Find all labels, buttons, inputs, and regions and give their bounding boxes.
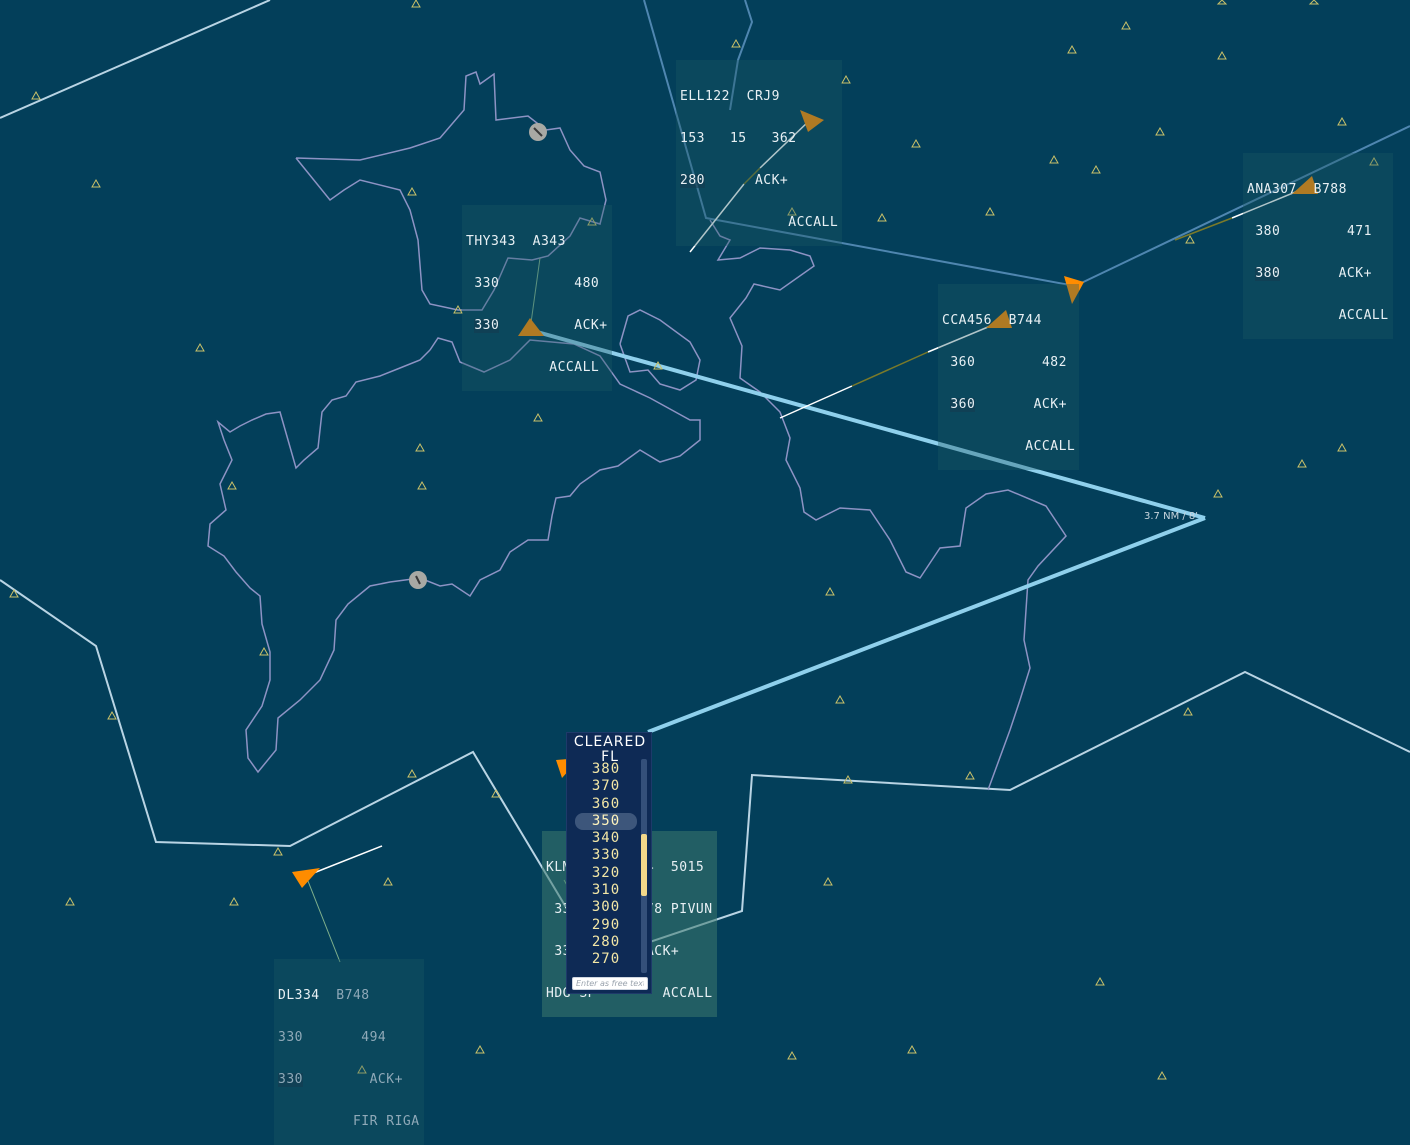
altitude: 330	[278, 1030, 303, 1045]
flight-level-option[interactable]: 270	[591, 951, 621, 968]
cleared-level[interactable]: 360	[950, 397, 976, 412]
ground-speed: 494	[361, 1030, 387, 1045]
status: ACK+	[574, 318, 608, 333]
callsign: DL334	[278, 988, 320, 1003]
callsign: THY343	[466, 234, 516, 249]
aircraft-type: A343	[532, 234, 566, 249]
flight-level-option[interactable]: 360	[591, 795, 621, 812]
datablock-cca456[interactable]: CCA456 B744 360 482 360 ACK+ ACCALL	[938, 284, 1080, 470]
flight-level-option[interactable]: 310	[591, 882, 621, 899]
mode: ACCALL	[1025, 439, 1076, 454]
aircraft-type: CRJ9	[746, 89, 780, 104]
aircraft-type: B744	[1008, 313, 1042, 328]
aircraft-type: B788	[1313, 182, 1347, 197]
aircraft-symbol-dl334	[292, 868, 320, 888]
flight-level-option[interactable]: 380	[591, 761, 621, 777]
flight-level-option[interactable]: 290	[591, 916, 621, 933]
datablock-ell122[interactable]: ELL122 CRJ9 153 15 362 280 ACK+ ACCALL	[676, 60, 843, 246]
scrollbar-thumb[interactable]	[641, 834, 647, 896]
flight-level-option[interactable]: 320	[591, 864, 621, 881]
ground-speed: 362	[771, 131, 797, 146]
flight-level-option[interactable]: 370	[591, 778, 621, 795]
cleared-level[interactable]: 330	[278, 1072, 303, 1087]
altitude: 360	[950, 355, 976, 370]
aircraft-symbol-unknown	[1064, 276, 1084, 304]
free-text-input[interactable]	[572, 977, 648, 990]
fir-boundary	[643, 0, 1410, 288]
flight-level-scrollbar[interactable]	[641, 759, 647, 973]
mode: ACCALL	[549, 360, 600, 375]
mode: ACCALL	[788, 215, 839, 230]
flight-level-option[interactable]: 330	[591, 847, 621, 864]
waypoints	[9, 0, 1379, 1080]
cleared-fl-title: CLEARED FL	[573, 734, 647, 765]
restricted-markers	[409, 123, 547, 589]
aircraft-symbol-ana307	[1292, 176, 1318, 194]
aircraft-type: B748	[336, 988, 370, 1003]
flight-level-option[interactable]: 280	[591, 933, 621, 950]
ground-speed: 471	[1346, 224, 1372, 239]
datablock-thy343[interactable]: THY343 A343 330 480 330 ACK+ ACCALL	[462, 205, 612, 391]
flight-level-option[interactable]: 350	[575, 812, 637, 831]
aircraft-symbol-thy343	[518, 318, 544, 336]
heading[interactable]: HDG	[546, 986, 571, 1001]
cleared-level[interactable]: 280	[680, 173, 705, 188]
aircraft-symbols[interactable]	[292, 110, 1318, 888]
status: ACK+	[645, 944, 680, 959]
route-lines	[529, 328, 1206, 734]
datablock-ana307[interactable]: ANA307 B788 380 471 380 ACK+ ACCALL	[1243, 153, 1393, 339]
history-trails	[743, 167, 1233, 387]
flight-level-option[interactable]: 340	[591, 830, 621, 847]
cleared-level[interactable]: 380	[1255, 266, 1281, 281]
ground-speed: 480	[574, 276, 600, 291]
altitude: 380	[1255, 224, 1281, 239]
ground-speed: 482	[1041, 355, 1067, 370]
squawk: 5015	[670, 860, 705, 875]
mode: ACCALL	[1338, 308, 1389, 323]
status: ACK+	[1338, 266, 1372, 281]
cleared-level[interactable]: 330	[474, 318, 500, 333]
altitude: 153	[680, 131, 705, 146]
status: ACK+	[754, 173, 789, 188]
aircraft-symbol-cca456	[986, 310, 1012, 328]
status: ACK+	[1033, 397, 1067, 412]
callsign: ELL122	[680, 89, 730, 104]
datablock-dl334[interactable]: DL334 B748 330 494 330 ACK+ FIR RIGA	[274, 959, 424, 1145]
next-point: PIVUN	[670, 902, 713, 917]
mode: ACCALL	[662, 986, 713, 1001]
callsign: ANA307	[1247, 182, 1297, 197]
status: ACK+	[369, 1072, 403, 1087]
mode: FIR RIGA	[352, 1114, 420, 1129]
coastline	[207, 71, 1067, 791]
flight-level-option[interactable]: 300	[591, 899, 621, 916]
wake: 15	[729, 131, 747, 146]
callsign: CCA456	[942, 313, 992, 328]
measurement-readout: 3.7 NM / 8'	[1144, 511, 1199, 522]
aircraft-symbol-ell122	[800, 110, 824, 132]
altitude: 330	[474, 276, 500, 291]
